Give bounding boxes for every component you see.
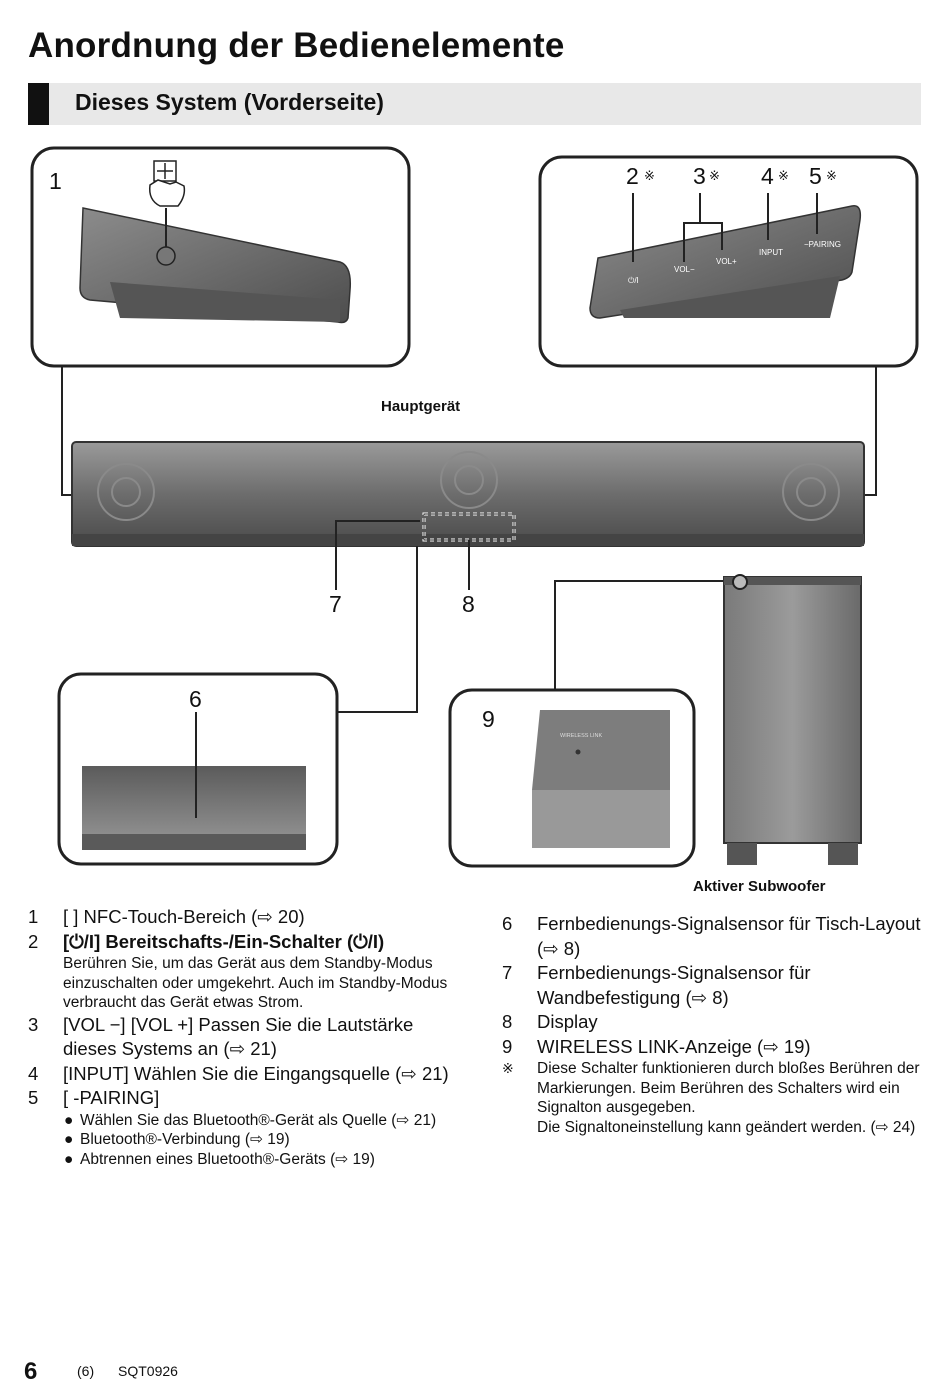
item-title: [⏻/I] Bereitschafts-/Ein-Schalter (⏻/I) (63, 930, 385, 952)
pairing-button-label: −PAIRING (804, 240, 841, 249)
callout-7-leader (335, 520, 420, 590)
nfc-side-panel (110, 282, 340, 322)
item-number: 2 (28, 930, 39, 952)
footnote-text: Diese Schalter funktionieren durch bloße… (537, 1060, 920, 1116)
touch-mark: ※ (709, 168, 720, 183)
list-item: 4 [INPUT] Wählen Sie die Eingangsquelle … (28, 1062, 453, 1087)
item-number: 9 (502, 1035, 513, 1057)
subwoofer-label: Aktiver Subwoofer (693, 878, 826, 895)
item-number: 5 (28, 1087, 39, 1108)
item-text: [ ] NFC-Touch-Bereich (⇨ 20) (63, 906, 305, 927)
bullet-item: ●Wählen Sie das Bluetooth®-Gerät als Que… (64, 1111, 437, 1129)
list-item: 8 Display (502, 1010, 922, 1035)
table-layout-sensor-panel (82, 766, 306, 834)
item-text: Fernbedienungs-Signalsensor für Tisch-La… (537, 913, 921, 959)
touch-button-panel (589, 205, 862, 319)
item-text: [VOL −] [VOL +] Passen Sie die Lautstärk… (63, 1013, 414, 1060)
vol-plus-label: VOL+ (716, 257, 737, 266)
touch-mark: ※ (826, 168, 837, 183)
input-button-label: INPUT (759, 248, 783, 257)
controls-diagram: ⏻/I VOL− VOL+ INPUT −PAIRING WIRELESS LI… (30, 146, 919, 868)
list-item: 5 [ -PAIRING] (28, 1086, 453, 1111)
callout-number-3: 3 (693, 163, 706, 189)
footnote: ※ Diese Schalter funktionieren durch blo… (502, 1059, 922, 1137)
speaker-grills (97, 451, 840, 521)
list-item: 3 [VOL −] [VOL +] Passen Sie die Lautstä… (28, 1013, 453, 1062)
nfc-touch-area (156, 246, 176, 266)
item-text: WIRELESS LINK-Anzeige (⇨ 19) (537, 1035, 811, 1057)
item-number: 7 (502, 962, 513, 983)
callout-2-5-leader (864, 365, 877, 496)
wireless-link-indicator (732, 574, 748, 590)
item-number: 4 (28, 1062, 39, 1084)
subwoofer-body (723, 576, 862, 844)
touch-mark: ※ (778, 168, 789, 183)
subwoofer-top-panel (532, 710, 670, 790)
section-marker (28, 83, 49, 125)
section-header-bar (28, 83, 921, 125)
list-item: 6 Fernbedienungs-Signalsensor für Tisch-… (502, 912, 922, 961)
callout-number-8: 8 (462, 591, 475, 617)
callout-number-1: 1 (49, 168, 62, 194)
footnote-mark: ※ (502, 1060, 514, 1076)
item-text: [ -PAIRING] (63, 1087, 160, 1108)
item-text: Display (537, 1011, 598, 1032)
callout-number-6: 6 (189, 686, 202, 712)
callout-number-5: 5 (809, 163, 822, 189)
vol-minus-label: VOL− (674, 265, 695, 274)
item-text: Fernbedienungs-Signalsensor für Wandbefe… (537, 962, 811, 1008)
bullet-item: ●Bluetooth®-Verbindung (⇨ 19) (64, 1131, 290, 1148)
callout-number-9: 9 (482, 706, 495, 732)
power-button-label: ⏻/I (628, 276, 639, 285)
item-description: Berühren Sie, um das Gerät aus dem Stand… (63, 955, 448, 1011)
callout-6-leader (336, 546, 418, 713)
callout-1-leader (61, 365, 74, 496)
item-number: 1 (28, 906, 39, 927)
footnote-text: Die Signaltoneinstellung kann geändert w… (537, 1118, 916, 1136)
item-number: 6 (502, 913, 513, 934)
list-item: 2 [⏻/I] Bereitschafts-/Ein-Schalter (⏻/I… (28, 930, 453, 955)
callout-number-7: 7 (329, 591, 342, 617)
left-description-list: 1 [ ] NFC-Touch-Bereich (⇨ 20) 2 [⏻/I] B… (28, 905, 453, 1169)
document-code: SQT0926 (118, 1363, 178, 1379)
callout-number-4: 4 (761, 163, 774, 189)
subwoofer-foot (727, 843, 757, 865)
main-unit-label: Hauptgerät (381, 398, 461, 415)
wireless-link-text: WIRELESS LINK (560, 733, 603, 739)
page-title: Anordnung der Bedienelemente (28, 26, 565, 65)
section-title: Dieses System (Vorderseite) (75, 89, 384, 115)
bullet-item: ●Abtrennen eines Bluetooth®-Geräts (⇨ 19… (64, 1150, 375, 1168)
callout-number-2: 2 (626, 163, 639, 189)
list-item: 7 Fernbedienungs-Signalsensor für Wandbe… (502, 961, 922, 1010)
list-item: 9 WIRELESS LINK-Anzeige (⇨ 19) (502, 1035, 922, 1060)
right-description-list: 6 Fernbedienungs-Signalsensor für Tisch-… (502, 912, 922, 1137)
item-number: 3 (28, 1013, 39, 1035)
page-reference: (6) (77, 1363, 95, 1379)
touch-mark: ※ (644, 168, 655, 183)
nfc-hand-icon (148, 160, 186, 207)
page-number: 6 (24, 1358, 38, 1385)
list-item: 1 [ ] NFC-Touch-Bereich (⇨ 20) (28, 905, 453, 930)
item-number: 8 (502, 1011, 513, 1032)
item-text: [INPUT] Wählen Sie die Eingangsquelle (⇨… (63, 1062, 449, 1084)
subwoofer-foot (828, 843, 858, 865)
callout-9-leader (554, 580, 728, 690)
